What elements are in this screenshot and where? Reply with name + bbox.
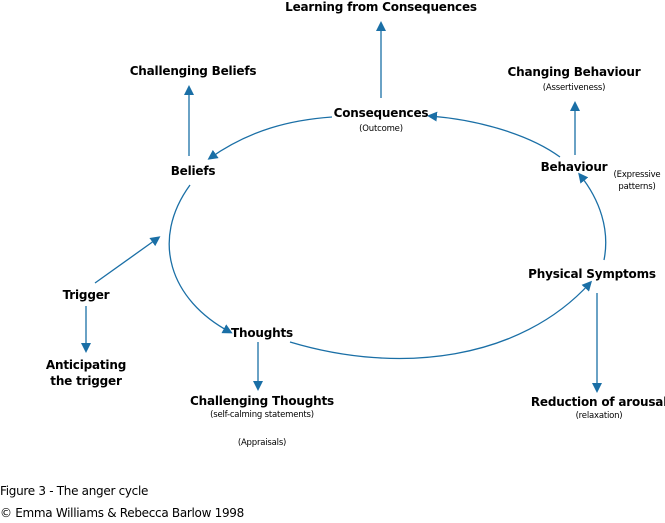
node-consequences-sub: (Outcome) — [359, 124, 403, 134]
node-behaviour: Behaviour — [540, 160, 608, 174]
node-behaviour-sub-1: (Expressive — [613, 170, 661, 180]
node-beliefs: Beliefs — [170, 164, 216, 178]
arrow-physical-to-behaviour — [578, 172, 607, 261]
node-reduction-sub: (relaxation) — [575, 411, 623, 421]
node-changing-behaviour: Changing Behaviour — [507, 65, 641, 79]
copyright-line: © Emma Williams & Rebecca Barlow 1998 — [0, 506, 244, 520]
node-trigger: Trigger — [62, 288, 110, 302]
node-behaviour-sub-2: patterns) — [618, 182, 656, 192]
node-challenging-beliefs: Challenging Beliefs — [129, 64, 257, 78]
arrow-beliefs-to-thoughts — [168, 184, 233, 334]
arrow-consequences-to-beliefs — [207, 116, 333, 160]
node-appraisals: (Appraisals) — [237, 438, 287, 448]
node-anticipating-line2: the trigger — [50, 374, 122, 388]
arrow-thoughts-to-physical — [289, 280, 593, 360]
node-physical-symptoms: Physical Symptoms — [528, 267, 656, 281]
arrow-trigger-to-cycle — [94, 236, 161, 284]
node-reduction-of-arousal: Reduction of arousal — [530, 395, 665, 409]
node-thoughts: Thoughts — [231, 326, 293, 340]
node-anticipating-line1: Anticipating — [45, 358, 127, 372]
node-challenging-thoughts-sub: (self-calming statements) — [210, 410, 314, 420]
node-consequences: Consequences — [333, 106, 429, 120]
arrow-behaviour-to-consequences — [427, 111, 561, 158]
node-changing-behaviour-sub: (Assertiveness) — [542, 83, 606, 93]
node-challenging-thoughts: Challenging Thoughts — [190, 394, 334, 408]
node-learning-from-consequences: Learning from Consequences — [285, 0, 477, 14]
figure-caption: Figure 3 - The anger cycle — [0, 484, 149, 498]
